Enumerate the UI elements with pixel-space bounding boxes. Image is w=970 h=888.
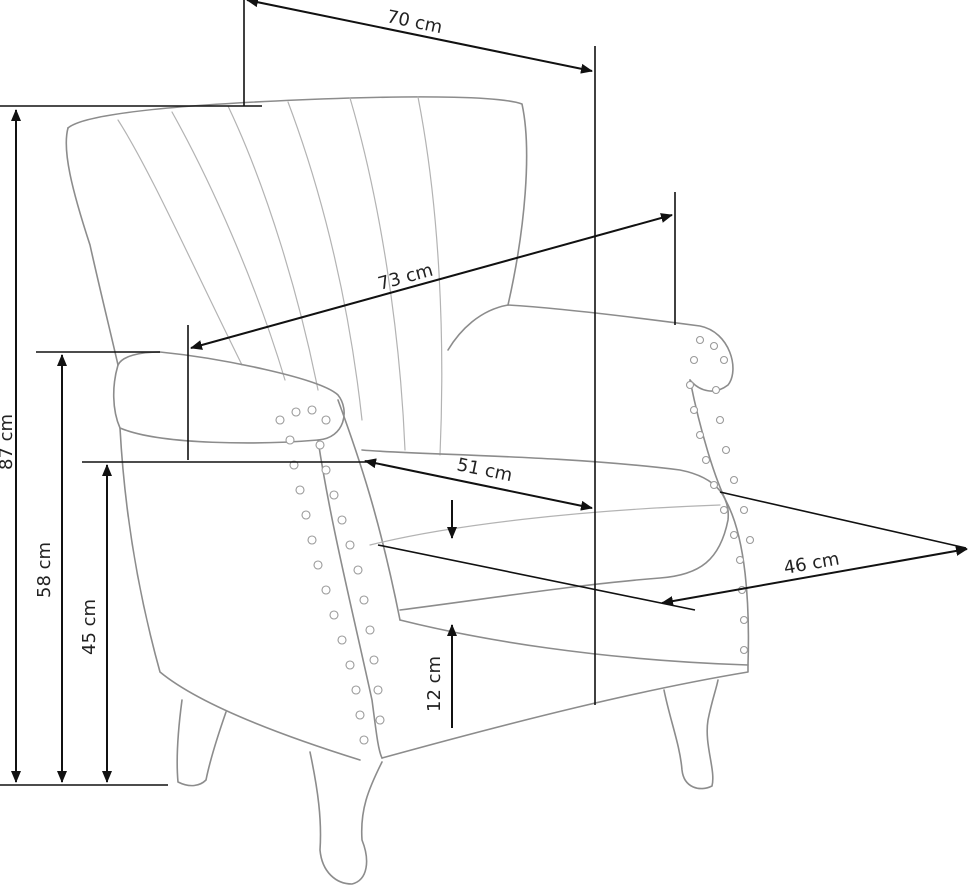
dim-line-seat-width (661, 545, 968, 607)
dimension-lines (0, 0, 968, 786)
front-rail (381, 619, 749, 759)
label-armrest-height: 58 cm (34, 542, 55, 598)
label-total-height: 87 cm (0, 414, 17, 470)
left-arm-front (317, 439, 383, 759)
left-armrest-top (112, 351, 345, 444)
armchair-sketch (65, 96, 755, 885)
backrest-outline (67, 96, 528, 306)
ext-seatwidth-bottom (377, 544, 696, 611)
nailhead-studs-left (275, 405, 385, 745)
leg-front-left (176, 699, 227, 787)
label-seat-height: 45 cm (79, 599, 100, 655)
label-overall-width: 70 cm (385, 6, 444, 38)
nailhead-studs-right (685, 335, 755, 655)
left-arm-body (119, 427, 361, 761)
seat-cushion (361, 449, 730, 611)
leg-front-right (663, 679, 719, 790)
leg-front-center (309, 751, 383, 885)
dim-line-depth (190, 213, 673, 350)
seat-cushion-seam (369, 504, 721, 546)
ext-seatwidth-top (719, 491, 967, 549)
right-armrest-top (507, 304, 734, 392)
dim-line-width (246, 0, 593, 74)
right-arm-front (689, 379, 750, 666)
label-cushion-thickness: 12 cm (424, 656, 445, 712)
dim-line-seat-depth (364, 458, 593, 511)
right-arm-inner (447, 304, 509, 351)
backrest-left-edge (65, 127, 119, 366)
label-seat-width: 46 cm (782, 549, 841, 579)
